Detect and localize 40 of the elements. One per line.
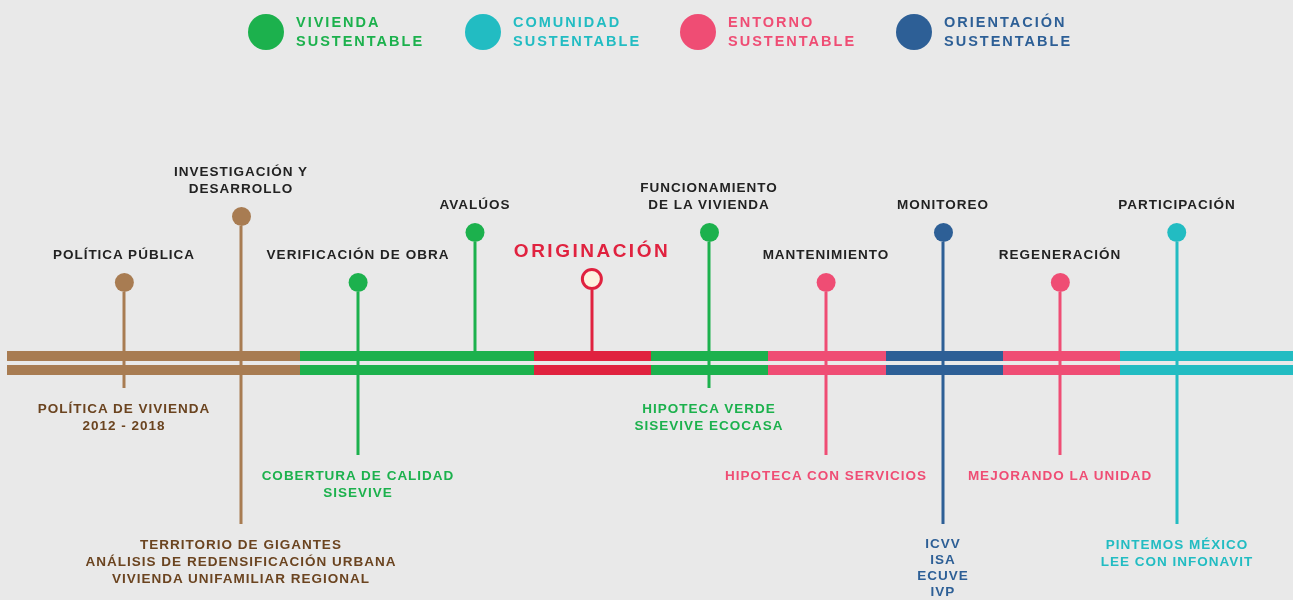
item-label: ANÁLISIS DE REDENSIFICACIÓN URBANA — [85, 553, 397, 570]
stem-line — [707, 242, 711, 388]
stem-line — [239, 226, 243, 524]
stage-label: INVESTIGACIÓN Y DESARROLLO — [173, 163, 309, 197]
item-label: TERRITORIO DE GIGANTES — [140, 536, 342, 553]
stage-label: AVALÚOS — [439, 196, 511, 213]
item-label: SISEVIVE — [323, 484, 393, 501]
stem-line — [590, 290, 594, 351]
stage-label: REGENERACIÓN — [998, 246, 1122, 263]
item-label: POLÍTICA DE VIVIENDA 2012 - 2018 — [36, 400, 212, 434]
item-label: ICVV — [925, 536, 961, 552]
item-label: LEE CON INFONAVIT — [1100, 553, 1254, 570]
item-label: VIVIENDA UNIFAMILIAR REGIONAL — [112, 570, 370, 587]
item-label: MEJORANDO LA UNIDAD — [967, 467, 1153, 484]
item-label: PINTEMOS MÉXICO — [1105, 536, 1249, 553]
item-label: ISA — [930, 552, 956, 568]
legend-label: ENTORNO SUSTENTABLE — [728, 13, 858, 51]
legend-label: VIVIENDA SUSTENTABLE — [296, 13, 426, 51]
stem-line — [941, 242, 945, 524]
legend-label: COMUNIDAD SUSTENTABLE — [513, 13, 643, 51]
stage-label: MONITOREO — [897, 196, 989, 213]
stem-line — [1175, 242, 1179, 524]
stage-label: PARTICIPACIÓN — [1118, 196, 1236, 213]
item-label: IVP — [930, 584, 956, 600]
stage-label: MANTENIMIENTO — [762, 246, 890, 263]
item-label: HIPOTECA VERDE — [642, 400, 776, 417]
stage-label: FUNCIONAMIENTO DE LA VIVIENDA — [639, 179, 779, 213]
stem-line — [473, 242, 477, 351]
item-label: HIPOTECA CON SERVICIOS — [725, 467, 927, 484]
legend-label: ORIENTACIÓN SUSTENTABLE — [944, 13, 1074, 51]
stem-line — [1058, 292, 1062, 455]
stage-label: VERIFICACIÓN DE OBRA — [266, 246, 450, 263]
stage-label: ORIGINACIÓN — [513, 240, 671, 262]
item-label: COBERTURA DE CALIDAD — [261, 467, 455, 484]
stem-line — [122, 292, 126, 388]
stem-line — [356, 292, 360, 455]
item-label: SISEVIVE ECOCASA — [634, 417, 784, 434]
stem-line — [824, 292, 828, 455]
item-label: ECUVE — [917, 568, 969, 584]
stage-label: POLÍTICA PÚBLICA — [52, 246, 196, 263]
